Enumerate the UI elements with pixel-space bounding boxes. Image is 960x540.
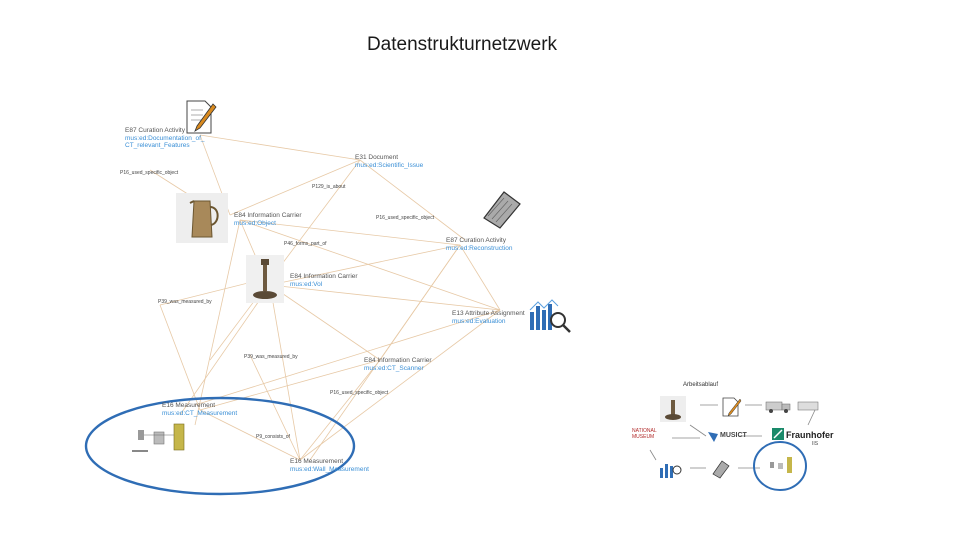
node-measurement-wall: E16 Measurement mus:ed:Wall_Measurement	[290, 458, 369, 473]
edge-label: P16_used_specific_object	[376, 215, 435, 221]
inset-vehicles-icon	[765, 401, 791, 413]
edge-label: P9_consists_of	[256, 434, 290, 440]
workflow-label: Arbeitsablauf	[683, 382, 719, 388]
edge-line	[179, 284, 271, 416]
edge-line	[269, 244, 461, 286]
edge-line	[209, 159, 361, 361]
edge-line	[269, 284, 501, 311]
edge-label: P46_forms_part_of	[284, 241, 327, 247]
fraunhofer-sub-label: IIS	[812, 441, 819, 447]
node-curation-activity-2: E87 Curation Activity mus:ed:Reconstruct…	[446, 237, 513, 252]
page-title: Datenstrukturnetzwerk	[366, 34, 558, 55]
node-measurement-ct: E16 Measurement mus:ed:CT_Measurement	[162, 402, 238, 417]
edge-line	[194, 219, 241, 426]
inset-ct-setup-icon	[770, 457, 792, 473]
node-curation-activity-1: E87 Curation Activity mus:ed:Documentati…	[125, 127, 205, 149]
fraunhofer-logo-icon	[772, 428, 784, 440]
edge-label: P39_was_measured_by	[244, 354, 298, 360]
node-attribute-assignment: E13 Attribute Assignment mus:ed:Evaluati…	[452, 310, 525, 325]
inset-candlestick-icon	[660, 396, 686, 422]
edge-line	[229, 159, 361, 216]
edge-line	[194, 309, 501, 406]
node-information-carrier-object: E84 Information Carrier mus:ed:Object	[234, 212, 302, 227]
edge-line	[249, 354, 301, 461]
edge-line	[359, 159, 466, 241]
inset-document-pen-icon	[722, 397, 742, 417]
edge-line	[159, 304, 201, 411]
chart-magnifier-icon	[529, 299, 571, 333]
inset-device-icon	[797, 401, 819, 411]
edge-label: P16_used_specific_object	[120, 170, 179, 176]
edge-label: P16_used_specific_object	[330, 390, 389, 396]
museum-logo: NATIONAL MUSEUM	[632, 428, 657, 440]
ct-measurement-setup-icon	[132, 423, 185, 452]
musict-label: MUSICT	[720, 432, 747, 439]
inset-highlight-ellipse	[753, 441, 807, 491]
node-document: E31 Document mus:ed:Scientific_Issue	[355, 154, 424, 169]
edge-line	[309, 244, 461, 461]
fraunhofer-label: Fraunhofer	[786, 430, 834, 440]
inset-chart-icon	[660, 464, 682, 478]
edge-label: P39_was_measured_by	[158, 299, 212, 305]
inset-arrows	[649, 404, 816, 469]
pitcher-object-icon	[176, 193, 228, 243]
inset-scroll-icon	[712, 460, 730, 479]
highlight-ellipse	[84, 396, 356, 496]
edge-line	[269, 284, 301, 461]
node-information-carrier-ct-scanner: E84 Information Carrier mus:ed:CT_Scanne…	[364, 357, 432, 372]
document-pen-icon	[186, 100, 217, 134]
edge-line	[199, 134, 361, 161]
musict-logo	[708, 432, 718, 442]
candlestick-object-icon	[246, 255, 284, 303]
edge-line	[239, 219, 461, 246]
edge-line	[299, 359, 381, 461]
edge-line	[459, 244, 501, 311]
edge-line	[269, 284, 381, 361]
edge-label: P129_is_about	[312, 184, 346, 190]
edge-line	[239, 219, 501, 311]
edge-line	[199, 409, 301, 461]
node-information-carrier-vol: E84 Information Carrier mus:ed:Vol	[290, 273, 358, 288]
edge-line	[159, 279, 261, 306]
edge-line	[299, 309, 501, 461]
edge-line	[199, 359, 381, 411]
scroll-document-icon	[483, 191, 521, 229]
